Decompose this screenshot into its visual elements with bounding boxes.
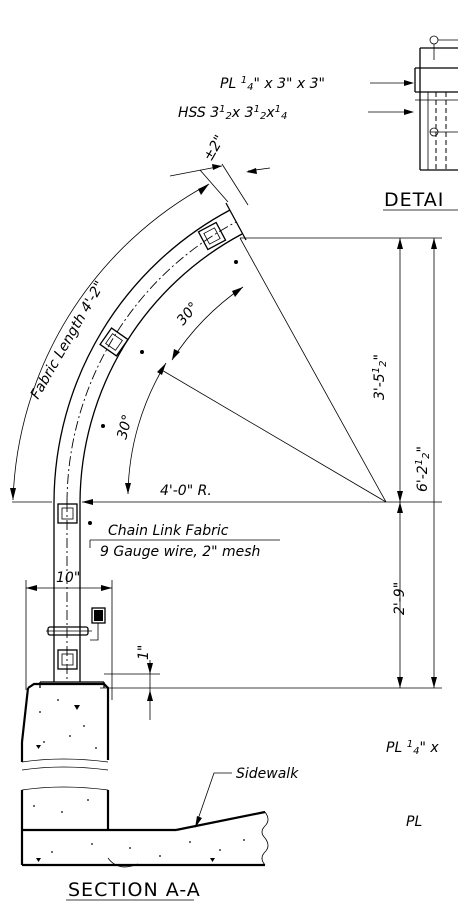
detail-title: DETAI: [384, 189, 444, 211]
curved-post: [53, 202, 247, 503]
wire-spec-label: 9 Gauge wire, 2" mesh: [100, 544, 260, 560]
dim-total-label: 6'-212": [414, 446, 432, 492]
plate-top-label: PL 14" x 3" x 3": [220, 75, 325, 93]
detail-view: PL 14" x 3" x 3" HSS 312x 312x14 DETAI: [178, 35, 458, 211]
angle-lower-label: 30°: [114, 413, 136, 441]
plate-bottom-label: PL 14" x: [386, 739, 439, 757]
plate-bottom-label-2: PL: [406, 814, 422, 830]
hss-label: HSS 312x 312x14: [178, 104, 287, 122]
clearance-label: ±2": [201, 133, 228, 164]
concrete-footing: Sidewalk: [20, 682, 299, 868]
angle-upper-label: 30°: [174, 299, 202, 328]
dim-upper-label: 3'-512": [371, 354, 389, 400]
arc-dimensions: ±2" Fabric Length 4'-2" 30° 30° 4'-0" R.: [10, 133, 442, 505]
concrete-texture: [33, 699, 245, 862]
width-10-label: 10": [56, 570, 80, 586]
post-assembly: 10" 1" Chain Link Fabric 9 Gauge wire, 2…: [25, 502, 280, 720]
dim-1in-label: 1": [136, 645, 152, 660]
sidewalk-label: Sidewalk: [236, 766, 299, 782]
radius-label: 4'-0" R.: [160, 483, 212, 499]
dim-lower-label: 2'-9": [392, 582, 408, 615]
section-title: SECTION A-A: [68, 879, 201, 901]
chain-link-label: Chain Link Fabric: [108, 523, 229, 539]
vertical-dimensions: 3'-512" 6'-212" 2'-9": [100, 238, 442, 689]
